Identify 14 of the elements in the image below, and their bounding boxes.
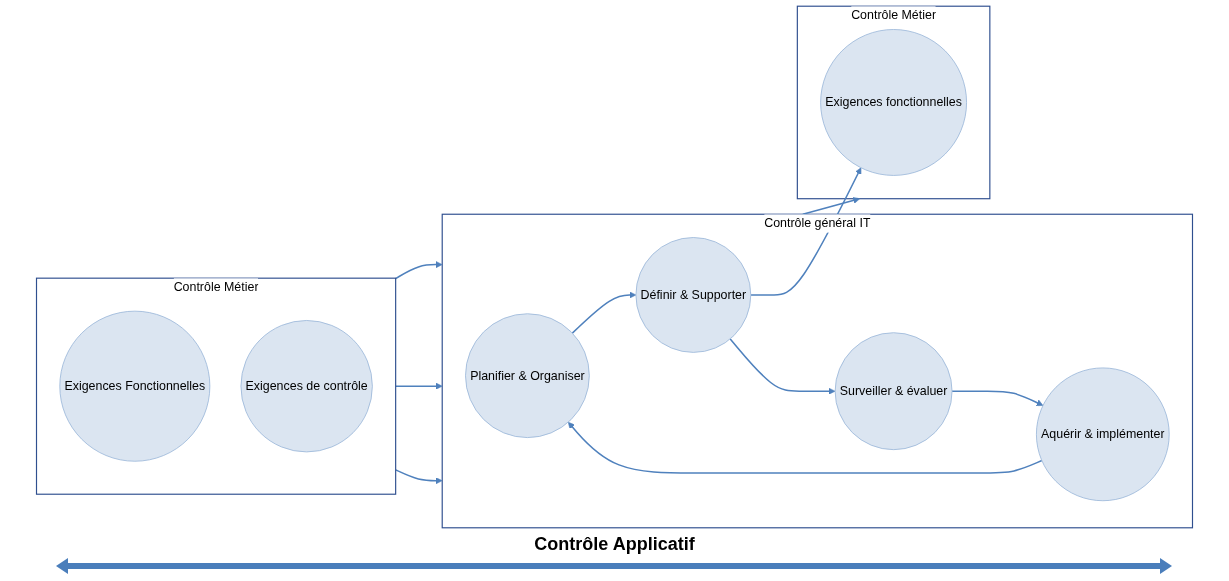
arrow <box>394 261 443 280</box>
node-circle: Exigences de contrôle <box>240 320 373 453</box>
node-circle: Aquérir & implémenter <box>1036 367 1170 502</box>
node-circle: Planifier & Organiser <box>465 313 590 438</box>
span-label: Contrôle Applicatif <box>534 534 695 555</box>
arrow <box>729 338 836 395</box>
node-circle: Exigences fonctionnelles <box>820 29 967 176</box>
arrow <box>571 291 637 334</box>
arrow <box>750 167 862 296</box>
arrow <box>951 390 1044 406</box>
node-circle: Définir & Supporter <box>635 237 752 353</box>
node-circle: Surveiller & évaluer <box>834 332 953 451</box>
arrow <box>567 421 1043 474</box>
node-circle: Exigences Fonctionnelles <box>59 310 211 462</box>
